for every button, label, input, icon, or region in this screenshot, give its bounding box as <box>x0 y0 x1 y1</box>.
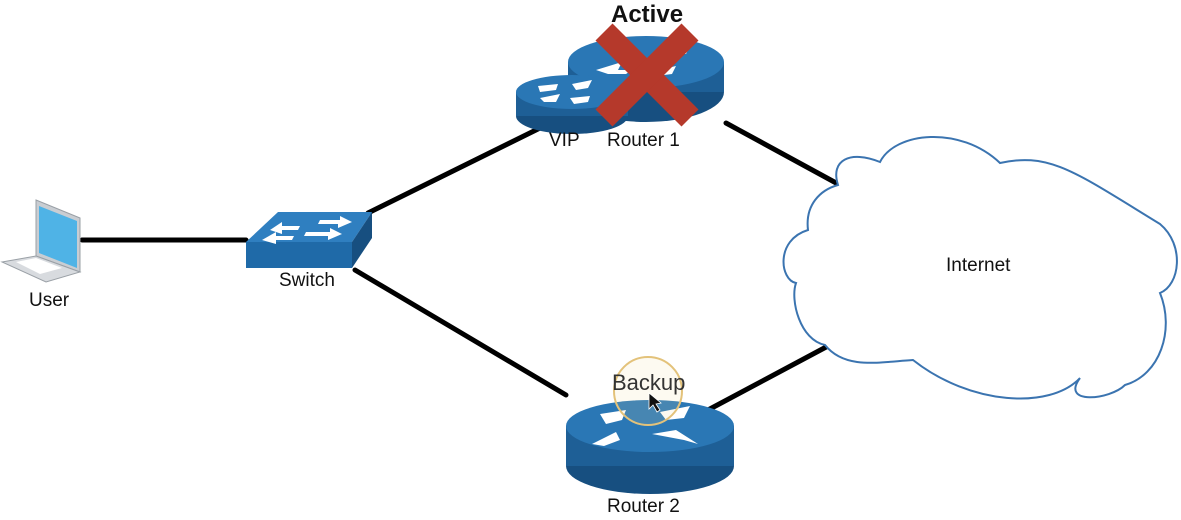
link-router1-internet <box>723 120 841 187</box>
cursor-highlight-ring <box>613 356 683 426</box>
router2-label: Router 2 <box>607 496 680 517</box>
vip-router-icon[interactable] <box>516 75 628 134</box>
backup-state-label: Backup <box>612 370 686 395</box>
vip-label: VIP <box>549 130 580 151</box>
router1-label: Router 1 <box>607 130 680 151</box>
switch-icon[interactable] <box>246 212 372 268</box>
switch-label: Switch <box>279 270 335 291</box>
router2-icon[interactable] <box>566 400 734 494</box>
internet-label: Internet <box>946 255 1011 276</box>
link-switch-router1 <box>365 125 543 216</box>
user-label: User <box>29 290 70 311</box>
active-state-label: Active <box>611 1 684 28</box>
cursor-icon <box>648 392 662 413</box>
failed-x-icon <box>595 23 699 127</box>
link-switch-router2 <box>352 267 569 398</box>
link-router2-internet <box>705 343 831 413</box>
laptop-icon[interactable] <box>0 199 82 283</box>
internet-cloud[interactable] <box>782 135 1178 400</box>
